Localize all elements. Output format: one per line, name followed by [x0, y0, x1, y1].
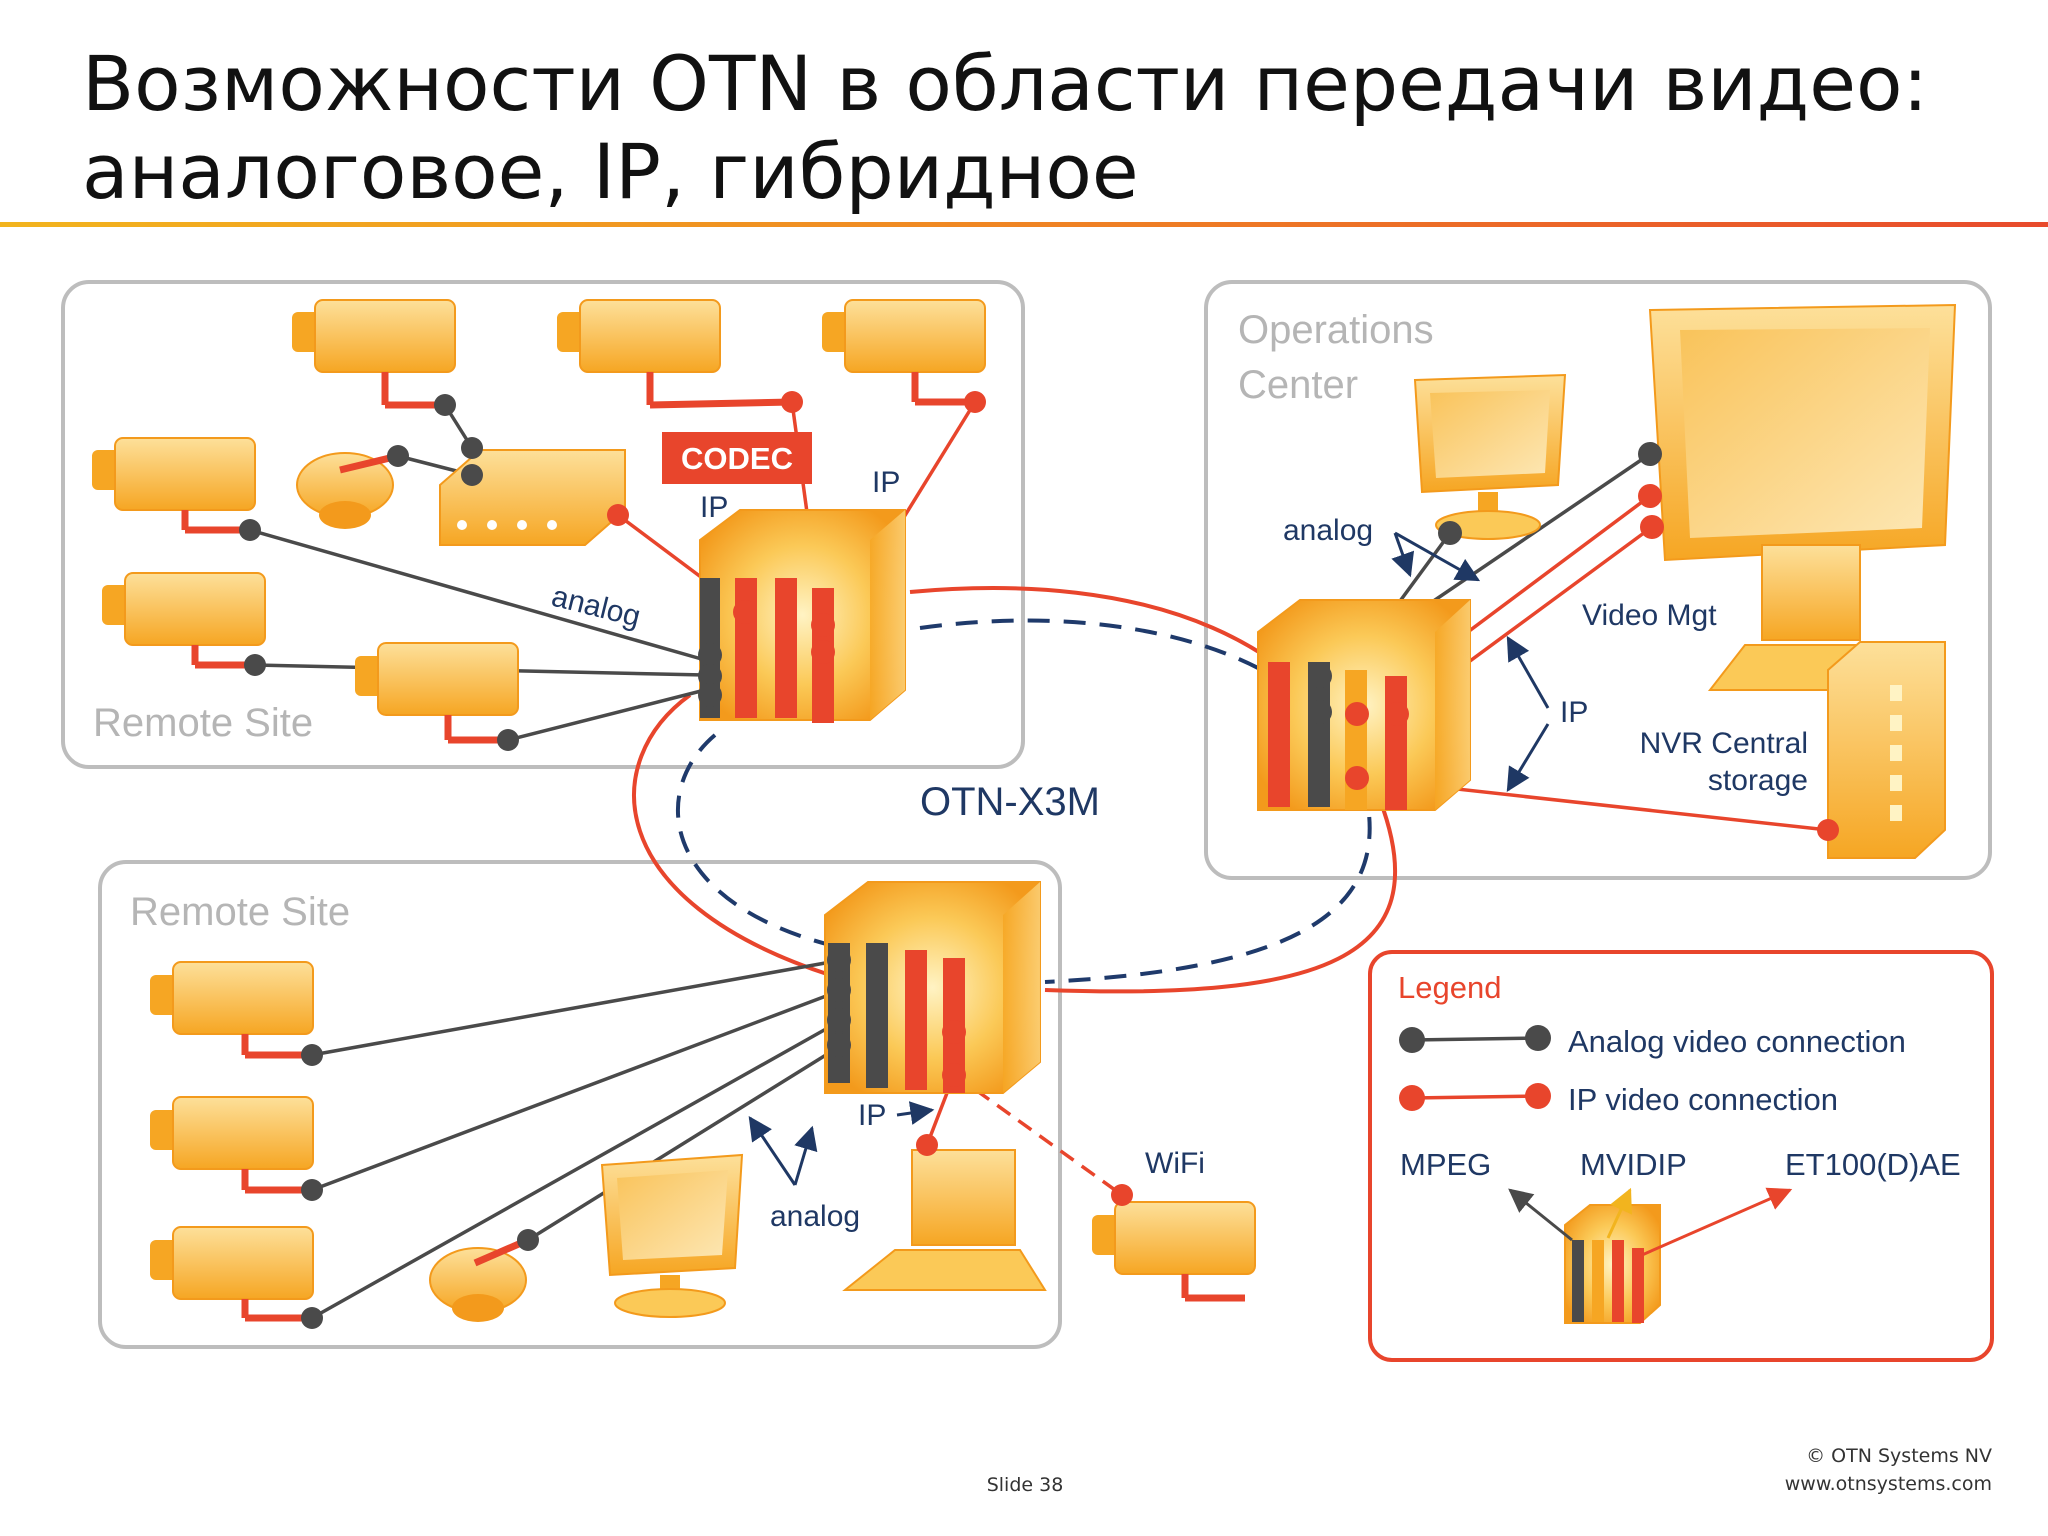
codec-encoder-icon [439, 437, 629, 546]
ip-label-bottom: IP [858, 1099, 886, 1132]
otn-node-top [698, 509, 906, 723]
remote-site-top-box [61, 280, 1025, 769]
legend-analog-swatch [1399, 1025, 1551, 1053]
legend-node-icon [1508, 1187, 1793, 1324]
ip-label-ops: IP [1560, 696, 1588, 729]
camera-icon [150, 1226, 323, 1329]
remote-site-bottom-label: Remote Site [130, 890, 350, 934]
otn-node-bottom [824, 881, 1041, 1094]
otn-node-ops [1257, 599, 1471, 811]
slide-title: Возможности OTN в области передачи видео… [82, 40, 1982, 216]
legend-ip-label: IP video connection [1568, 1082, 1838, 1117]
laptop-icon [842, 1134, 1047, 1291]
analog-label-top: analog [548, 580, 643, 634]
legend-analog-label: Analog video connection [1568, 1024, 1906, 1059]
camera-icon [150, 1096, 323, 1201]
monitor-icon [1413, 373, 1567, 545]
website-link[interactable]: www.otnsystems.com [1784, 1473, 1992, 1495]
operations-center-box [1204, 280, 1992, 880]
remote-site-top-label: Remote Site [93, 701, 313, 745]
title-underline [0, 222, 2048, 227]
legend: Legend Analog video connection IP video … [1398, 970, 1961, 1324]
codec-badge [662, 432, 812, 484]
wifi-camera-icon [1092, 1184, 1256, 1302]
video-mgt-label: Video Mgt [1582, 599, 1717, 632]
remote-site-bottom-box [98, 860, 1062, 1349]
footer-credits: © OTN Systems NV www.otnsystems.com [1785, 1442, 1992, 1498]
camera-icon [292, 299, 456, 416]
dome-camera-icon [429, 1229, 539, 1322]
title-line-2: аналоговое, IP, гибридное [82, 127, 1139, 216]
legend-ip-swatch [1399, 1083, 1551, 1111]
camera-icon [92, 437, 261, 541]
operations-center-label-1: Operations [1238, 308, 1434, 352]
nvr-storage-icon [1817, 641, 1946, 859]
monitor-icon [600, 1153, 744, 1318]
legend-box [1368, 950, 1994, 1362]
legend-et100-label: ET100(D)AE [1785, 1147, 1961, 1182]
analog-label-ops: analog [1283, 514, 1373, 547]
legend-title: Legend [1398, 970, 1501, 1005]
network-label: OTN-X3M [920, 780, 1100, 824]
dome-camera-icon [296, 445, 409, 529]
wifi-label: WiFi [1145, 1147, 1205, 1180]
copyright-text: © OTN Systems NV [1806, 1445, 1992, 1467]
ip-label-top: IP [872, 466, 900, 499]
annotation-arrows [748, 531, 1550, 1186]
nvr-label-1: NVR Central [1640, 727, 1808, 760]
camera-icon [102, 572, 266, 676]
connections-bottom-site [311, 958, 1124, 1320]
large-monitor-icon [1638, 303, 1957, 562]
legend-mpeg-label: MPEG [1400, 1147, 1491, 1182]
ip-label-codec: IP [700, 491, 728, 524]
codec-label: CODEC [681, 441, 793, 476]
operations-center-label-2: Center [1238, 363, 1358, 407]
legend-mvidip-label: MVIDIP [1580, 1147, 1687, 1182]
camera-icon [822, 299, 986, 413]
nvr-label-2: storage [1708, 764, 1808, 797]
analog-label-bottom: analog [770, 1200, 860, 1233]
camera-icon [557, 299, 803, 413]
camera-icon [355, 642, 519, 751]
slide-number: Slide 38 [986, 1474, 1064, 1496]
camera-icon [150, 961, 323, 1066]
title-line-1: Возможности OTN в области передачи видео… [82, 39, 1929, 128]
network-diagram: CODEC Remote Site Remote Site Operations… [61, 280, 1994, 1362]
